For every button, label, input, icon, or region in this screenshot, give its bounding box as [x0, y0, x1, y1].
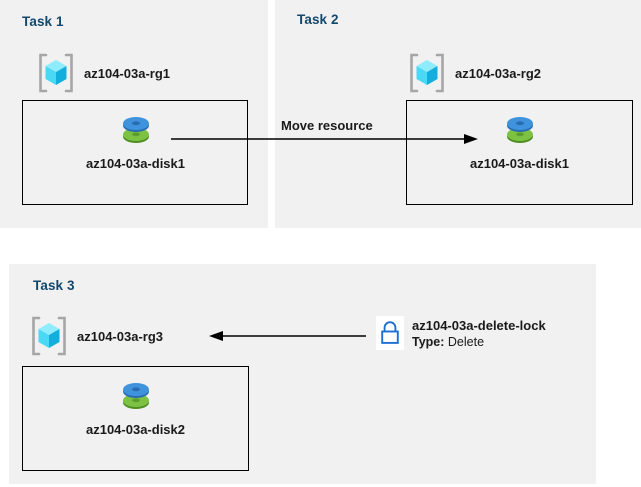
resource-group-label: az104-03a-rg1: [84, 65, 170, 81]
lock-text-block: az104-03a-delete-lock Type: Delete: [412, 316, 546, 349]
resource-group-label: az104-03a-rg2: [455, 65, 541, 81]
disk-resource-task3: az104-03a-disk2: [78, 378, 193, 437]
task-panel-task2: [275, 0, 641, 228]
delete-lock-annotation: az104-03a-delete-lock Type: Delete: [376, 316, 546, 350]
task-label-task2: Task 2: [297, 12, 339, 27]
resource-box-task3: [22, 366, 249, 471]
resource-box-task1: [22, 100, 248, 205]
lock-type-key: Type:: [412, 335, 445, 349]
task-panel-task1: [0, 0, 268, 228]
task-label-task3: Task 3: [33, 278, 75, 293]
resource-group-label: az104-03a-rg3: [77, 328, 163, 344]
disk-label: az104-03a-disk2: [85, 422, 185, 437]
resource-group-icon: [29, 315, 69, 357]
task-panel-task3: [9, 264, 596, 484]
disk-resource-task1: az104-03a-disk1: [78, 112, 193, 171]
managed-disk-icon: [500, 112, 540, 150]
lock-name: az104-03a-delete-lock: [412, 318, 546, 333]
managed-disk-icon: [116, 378, 156, 416]
task-label-task1: Task 1: [22, 14, 64, 29]
resource-group-icon: [407, 52, 447, 94]
resource-box-task2: [406, 100, 633, 205]
arrow-caption-move-resource: Move resource: [281, 118, 373, 133]
lock-type-row: Type: Delete: [412, 335, 546, 349]
resource-group-task2: az104-03a-rg2: [407, 52, 541, 94]
lock-icon: [376, 316, 404, 350]
disk-label: az104-03a-disk1: [469, 156, 569, 171]
lock-type-value: Delete: [447, 335, 485, 349]
resource-group-task1: az104-03a-rg1: [36, 52, 170, 94]
disk-label: az104-03a-disk1: [85, 156, 185, 171]
resource-group-icon: [36, 52, 76, 94]
managed-disk-icon: [116, 112, 156, 150]
disk-resource-task2: az104-03a-disk1: [462, 112, 577, 171]
resource-group-task3: az104-03a-rg3: [29, 315, 163, 357]
